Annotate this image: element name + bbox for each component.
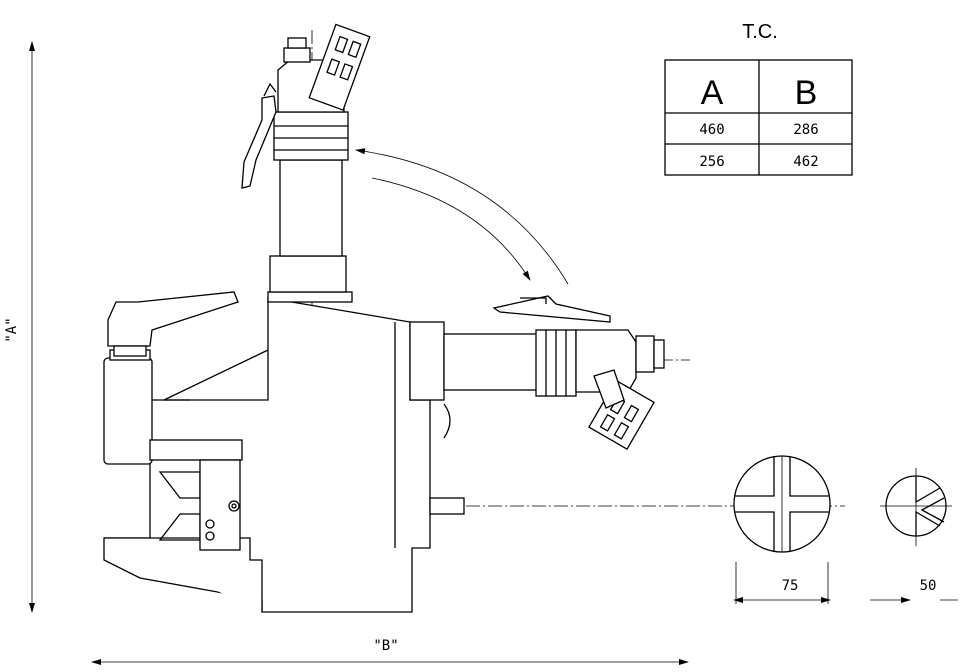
dimension-a-label: "A": [4, 317, 20, 342]
tc-cell-r2-b: 462: [793, 154, 818, 170]
detail-tri-section: 50: [870, 468, 958, 603]
tc-table-title: T.C.: [742, 21, 778, 43]
detail-right-dimension: 50: [920, 578, 937, 594]
tc-header-b: B: [795, 74, 818, 112]
dimension-b-label: "B": [373, 638, 398, 654]
tc-cell-r2-a: 256: [699, 154, 724, 170]
detail-cross-section: 75: [733, 455, 831, 604]
tc-table: T.C. A B 460 286 256 462: [664, 21, 853, 176]
rotation-arrow: [355, 148, 569, 285]
dimension-a: "A": [4, 41, 35, 613]
dimension-b: "B": [91, 638, 689, 665]
tc-cell-r1-b: 286: [793, 122, 818, 138]
tc-header-a: A: [701, 74, 724, 112]
machine-body: [103, 23, 845, 613]
detail-left-dimension: 75: [782, 578, 799, 594]
tc-cell-r1-a: 460: [699, 122, 724, 138]
